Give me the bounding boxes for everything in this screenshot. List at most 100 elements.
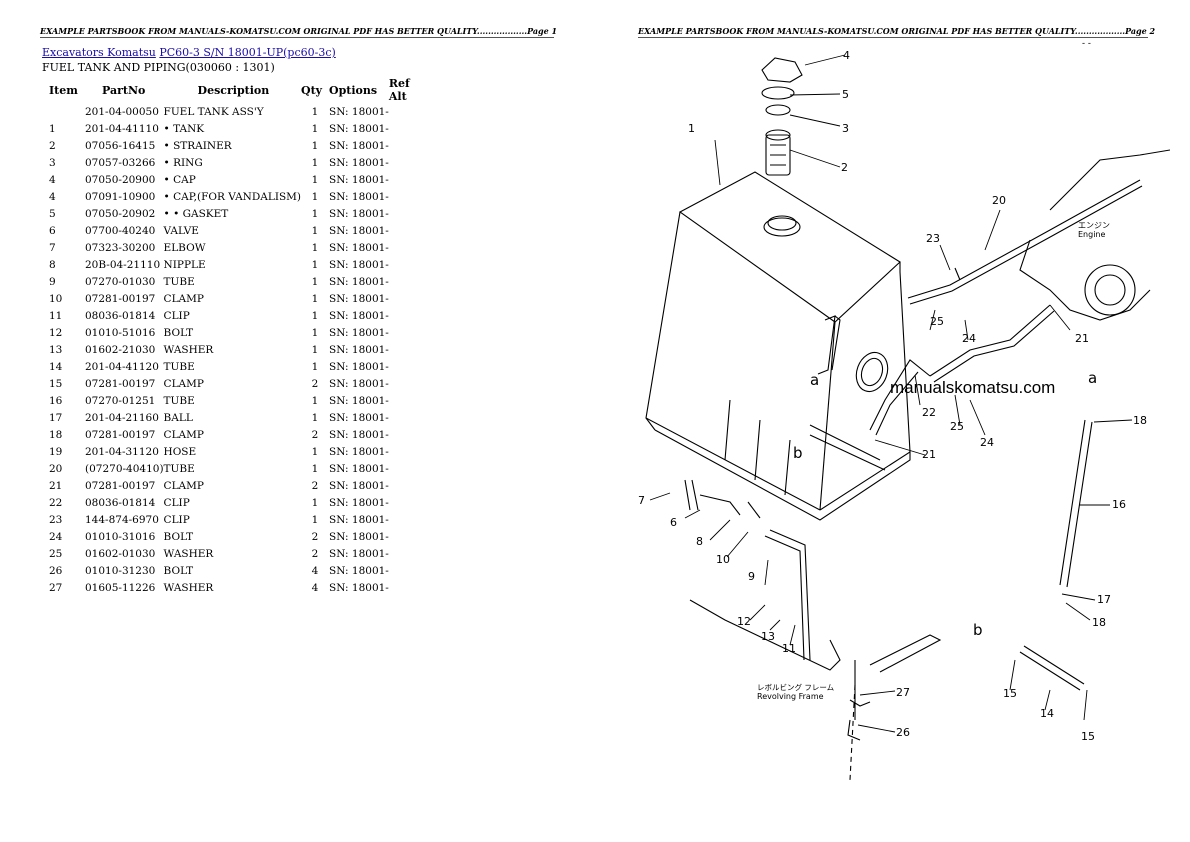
cell-options: SN: 18001-: [329, 428, 389, 441]
leader-lines: [649, 54, 1133, 733]
callout-15a: 15: [1003, 687, 1017, 700]
cell-ref-alt: [389, 528, 429, 545]
section-title: FUEL TANK AND PIPING(030060 : 1301): [42, 61, 275, 74]
cell-item: 24: [49, 530, 63, 543]
cell-options: SN: 18001-: [329, 564, 389, 577]
cell-description: CLIP: [163, 513, 190, 526]
callout-14: 14: [1040, 707, 1054, 720]
cell-options: SN: 18001-: [329, 581, 389, 594]
cell-description: TUBE: [163, 462, 195, 475]
cell-description: TUBE: [163, 275, 195, 288]
breadcrumb-link-category[interactable]: Excavators Komatsu: [42, 46, 156, 59]
cell-ref-alt: [389, 562, 429, 579]
callout-3: 3: [842, 122, 849, 135]
cell-partno: 20B-04-21110: [85, 258, 161, 271]
cell-partno: 07091-10900: [85, 190, 156, 203]
cell-description: WASHER: [163, 581, 214, 594]
cell-qty: 1: [311, 275, 319, 288]
cell-options: SN: 18001-: [329, 207, 389, 220]
cell-description: FUEL TANK ASS'Y: [163, 105, 264, 118]
parts-diagram: 4 5 3 2 1 20 23 25 24 21 22 25 24 21 a b…: [630, 40, 1171, 800]
callout-labels: 4 5 3 2 1 20 23 25 24 21 22 25 24 21 a b…: [638, 49, 1147, 743]
cell-partno: 01010-31230: [85, 564, 156, 577]
cell-options: SN: 18001-: [329, 513, 389, 526]
cell-qty: 1: [311, 309, 319, 322]
callout-27: 27: [896, 686, 910, 699]
cell-item: 23: [49, 513, 63, 526]
breadcrumb-link-model[interactable]: PC60-3 S/N 18001-UP(pc60-3c): [159, 46, 336, 59]
cell-qty: 4: [311, 564, 319, 577]
cell-options: SN: 18001-: [329, 326, 389, 339]
cell-options: SN: 18001-: [329, 479, 389, 492]
cell-qty: 1: [311, 241, 319, 254]
callout-a1: a: [810, 371, 819, 389]
cell-item: 21: [49, 479, 63, 492]
cell-description: • TANK: [163, 122, 205, 135]
callout-13: 13: [761, 630, 775, 643]
cell-options: SN: 18001-: [329, 309, 389, 322]
cell-qty: 1: [311, 258, 319, 271]
cell-item: 25: [49, 547, 63, 560]
cell-description: VALVE: [163, 224, 199, 237]
callout-11: 11: [782, 642, 796, 655]
cell-ref-alt: [389, 409, 429, 426]
col-header-options: Options: [329, 83, 378, 97]
cell-description: BOLT: [163, 326, 194, 339]
page-header-left: EXAMPLE PARTSBOOK FROM MANUALS-KOMATSU.C…: [40, 26, 558, 36]
cell-partno: 07270-01251: [85, 394, 156, 407]
cell-description: • STRAINER: [163, 139, 232, 152]
cell-options: SN: 18001-: [329, 377, 389, 390]
callout-25a: 25: [930, 315, 944, 328]
cell-description: NIPPLE: [163, 258, 206, 271]
frame-label: Revolving Frame: [757, 692, 824, 701]
cell-partno: 144-874-6970: [85, 513, 159, 526]
cell-qty: 2: [311, 530, 319, 543]
cell-ref-alt: [389, 358, 429, 375]
cell-partno: 201-04-31120: [85, 445, 159, 458]
cell-ref-alt: [389, 579, 429, 596]
callout-18b: 18: [1092, 616, 1106, 629]
cell-ref-alt: [389, 137, 429, 154]
cell-description: WASHER: [163, 547, 214, 560]
cell-partno: 08036-01814: [85, 309, 156, 322]
callout-23: 23: [926, 232, 940, 245]
cell-ref-alt: [389, 443, 429, 460]
breadcrumb: Excavators Komatsu PC60-3 S/N 18001-UP(p…: [42, 46, 336, 59]
callout-17: 17: [1097, 593, 1111, 606]
cell-options: SN: 18001-: [329, 394, 389, 407]
cell-qty: 1: [311, 139, 319, 152]
cell-partno: 07270-01030: [85, 275, 156, 288]
cell-options: SN: 18001-: [329, 411, 389, 424]
cell-partno: 201-04-00050: [85, 105, 159, 118]
cell-ref-alt: [389, 273, 429, 290]
cell-qty: 1: [311, 207, 319, 220]
cell-options: SN: 18001-: [329, 258, 389, 271]
callout-24b: 24: [980, 436, 994, 449]
cell-ref-alt: [389, 460, 429, 477]
callout-9: 9: [748, 570, 755, 583]
header-rule-right: [638, 37, 1148, 38]
cell-item: 4: [49, 173, 56, 186]
callout-24a: 24: [962, 332, 976, 345]
callout-18a: 18: [1133, 414, 1147, 427]
cell-item: 18: [49, 428, 63, 441]
cell-ref-alt: [389, 290, 429, 307]
cell-partno: 201-04-41110: [85, 122, 159, 135]
cell-partno: 01010-51016: [85, 326, 156, 339]
col-header-description: Description: [197, 83, 270, 97]
header-rule-left: [40, 37, 554, 38]
cell-partno: 201-04-41120: [85, 360, 159, 373]
cell-item: 8: [49, 258, 56, 271]
